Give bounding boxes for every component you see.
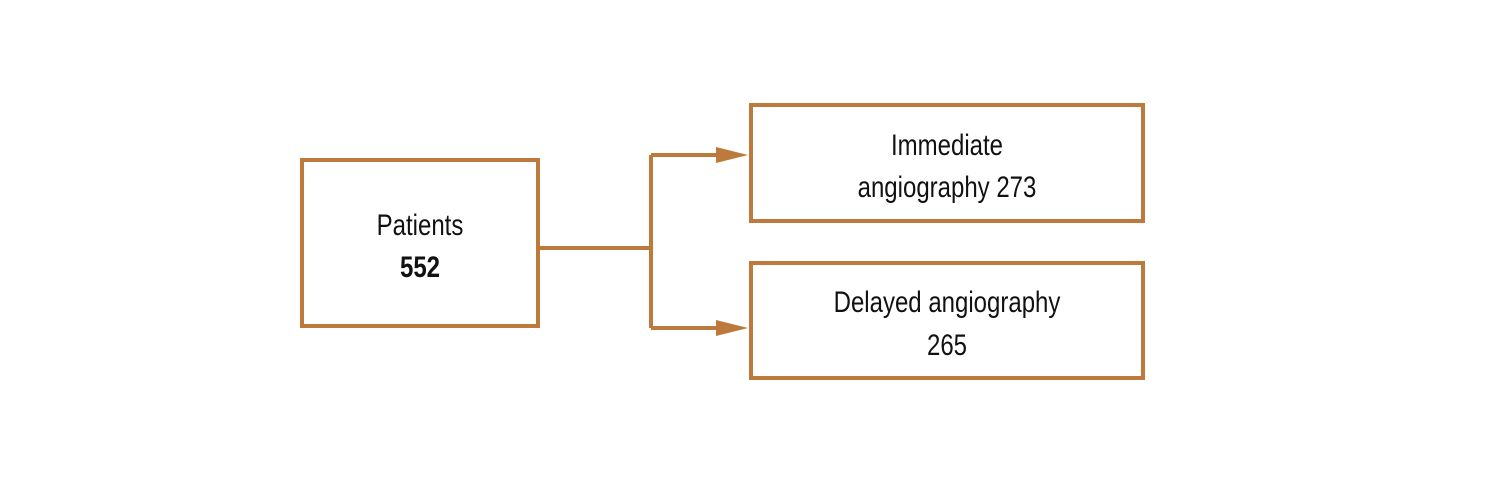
connector-trunk [538, 155, 653, 328]
patients-label: Patients [377, 207, 464, 241]
arrow-to-delayed [651, 320, 748, 336]
arrow-to-immediate [651, 147, 748, 163]
patients-box [300, 158, 540, 328]
delayed-label-line2: 265 [927, 327, 967, 361]
delayed-label-line1: Delayed angiography [834, 284, 1061, 318]
immediate-label-line1: Immediate [891, 127, 1003, 161]
delayed-angiography-box [749, 261, 1145, 380]
immediate-label-line2: angiography 273 [858, 169, 1037, 203]
patients-count: 552 [400, 249, 440, 283]
immediate-angiography-box [749, 103, 1145, 223]
